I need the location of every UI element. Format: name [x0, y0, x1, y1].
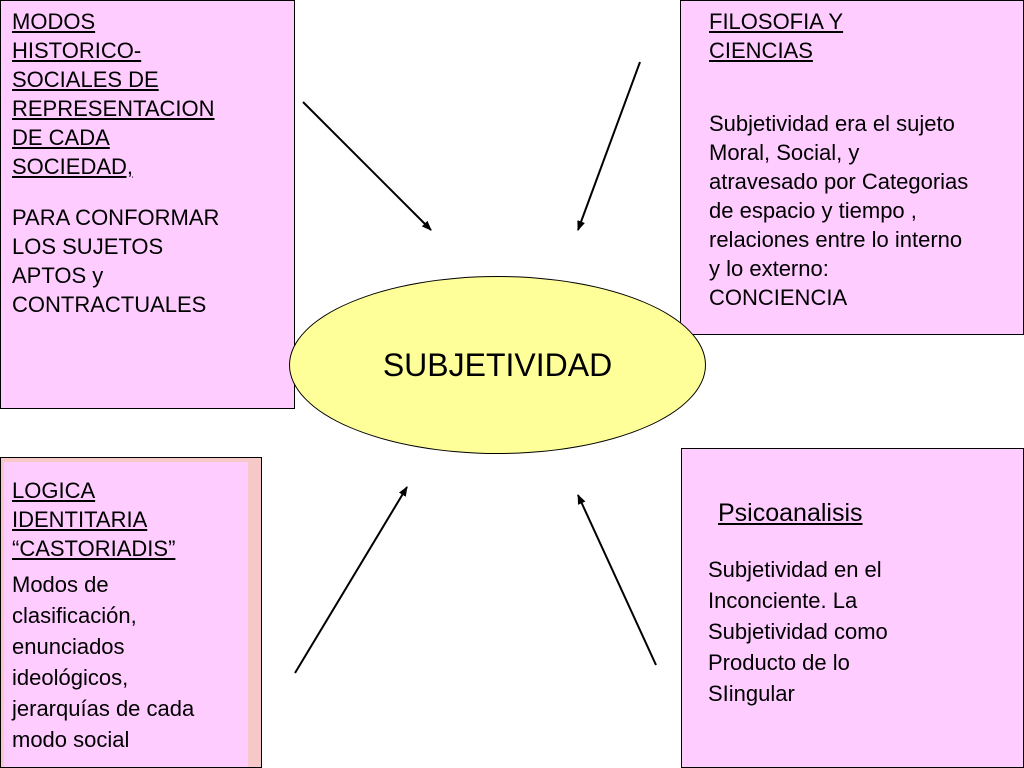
arrow-bottom-left — [294, 486, 408, 674]
box-bottom-left-inner: LOGICA IDENTITARIA “CASTORIADIS” Modos d… — [4, 462, 248, 767]
top-left-body: PARA CONFORMAR LOS SUJETOS APTOS y CONTR… — [12, 205, 220, 317]
top-right-body: Subjetividad era el sujeto Moral, Social… — [709, 111, 969, 310]
arrow-top-left — [302, 101, 432, 231]
box-bottom-left: LOGICA IDENTITARIA “CASTORIADIS” Modos d… — [0, 457, 262, 768]
box-top-right: FILOSOFIA Y CIENCIAS Subjetividad era el… — [680, 0, 1024, 335]
top-left-title: MODOS HISTORICO- SOCIALES DE REPRESENTAC… — [12, 9, 215, 179]
center-label: SUBJETIVIDAD — [382, 347, 613, 383]
bottom-right-body: Subjetividad en el Inconciente. La Subje… — [708, 557, 888, 706]
bottom-left-title: LOGICA IDENTITARIA “CASTORIADIS” — [12, 478, 176, 561]
bottom-left-body: Modos de clasificación, enunciados ideol… — [12, 572, 195, 752]
arrow-bottom-right — [577, 494, 657, 666]
bottom-right-title: Psicoanalisis — [718, 499, 863, 527]
box-bottom-right: Psicoanalisis Subjetividad en el Inconci… — [681, 448, 1024, 768]
box-top-left: MODOS HISTORICO- SOCIALES DE REPRESENTAC… — [0, 0, 295, 409]
top-right-title: FILOSOFIA Y CIENCIAS — [709, 9, 844, 63]
arrow-top-right — [577, 61, 641, 231]
center-ellipse: SUBJETIVIDAD — [289, 276, 706, 454]
